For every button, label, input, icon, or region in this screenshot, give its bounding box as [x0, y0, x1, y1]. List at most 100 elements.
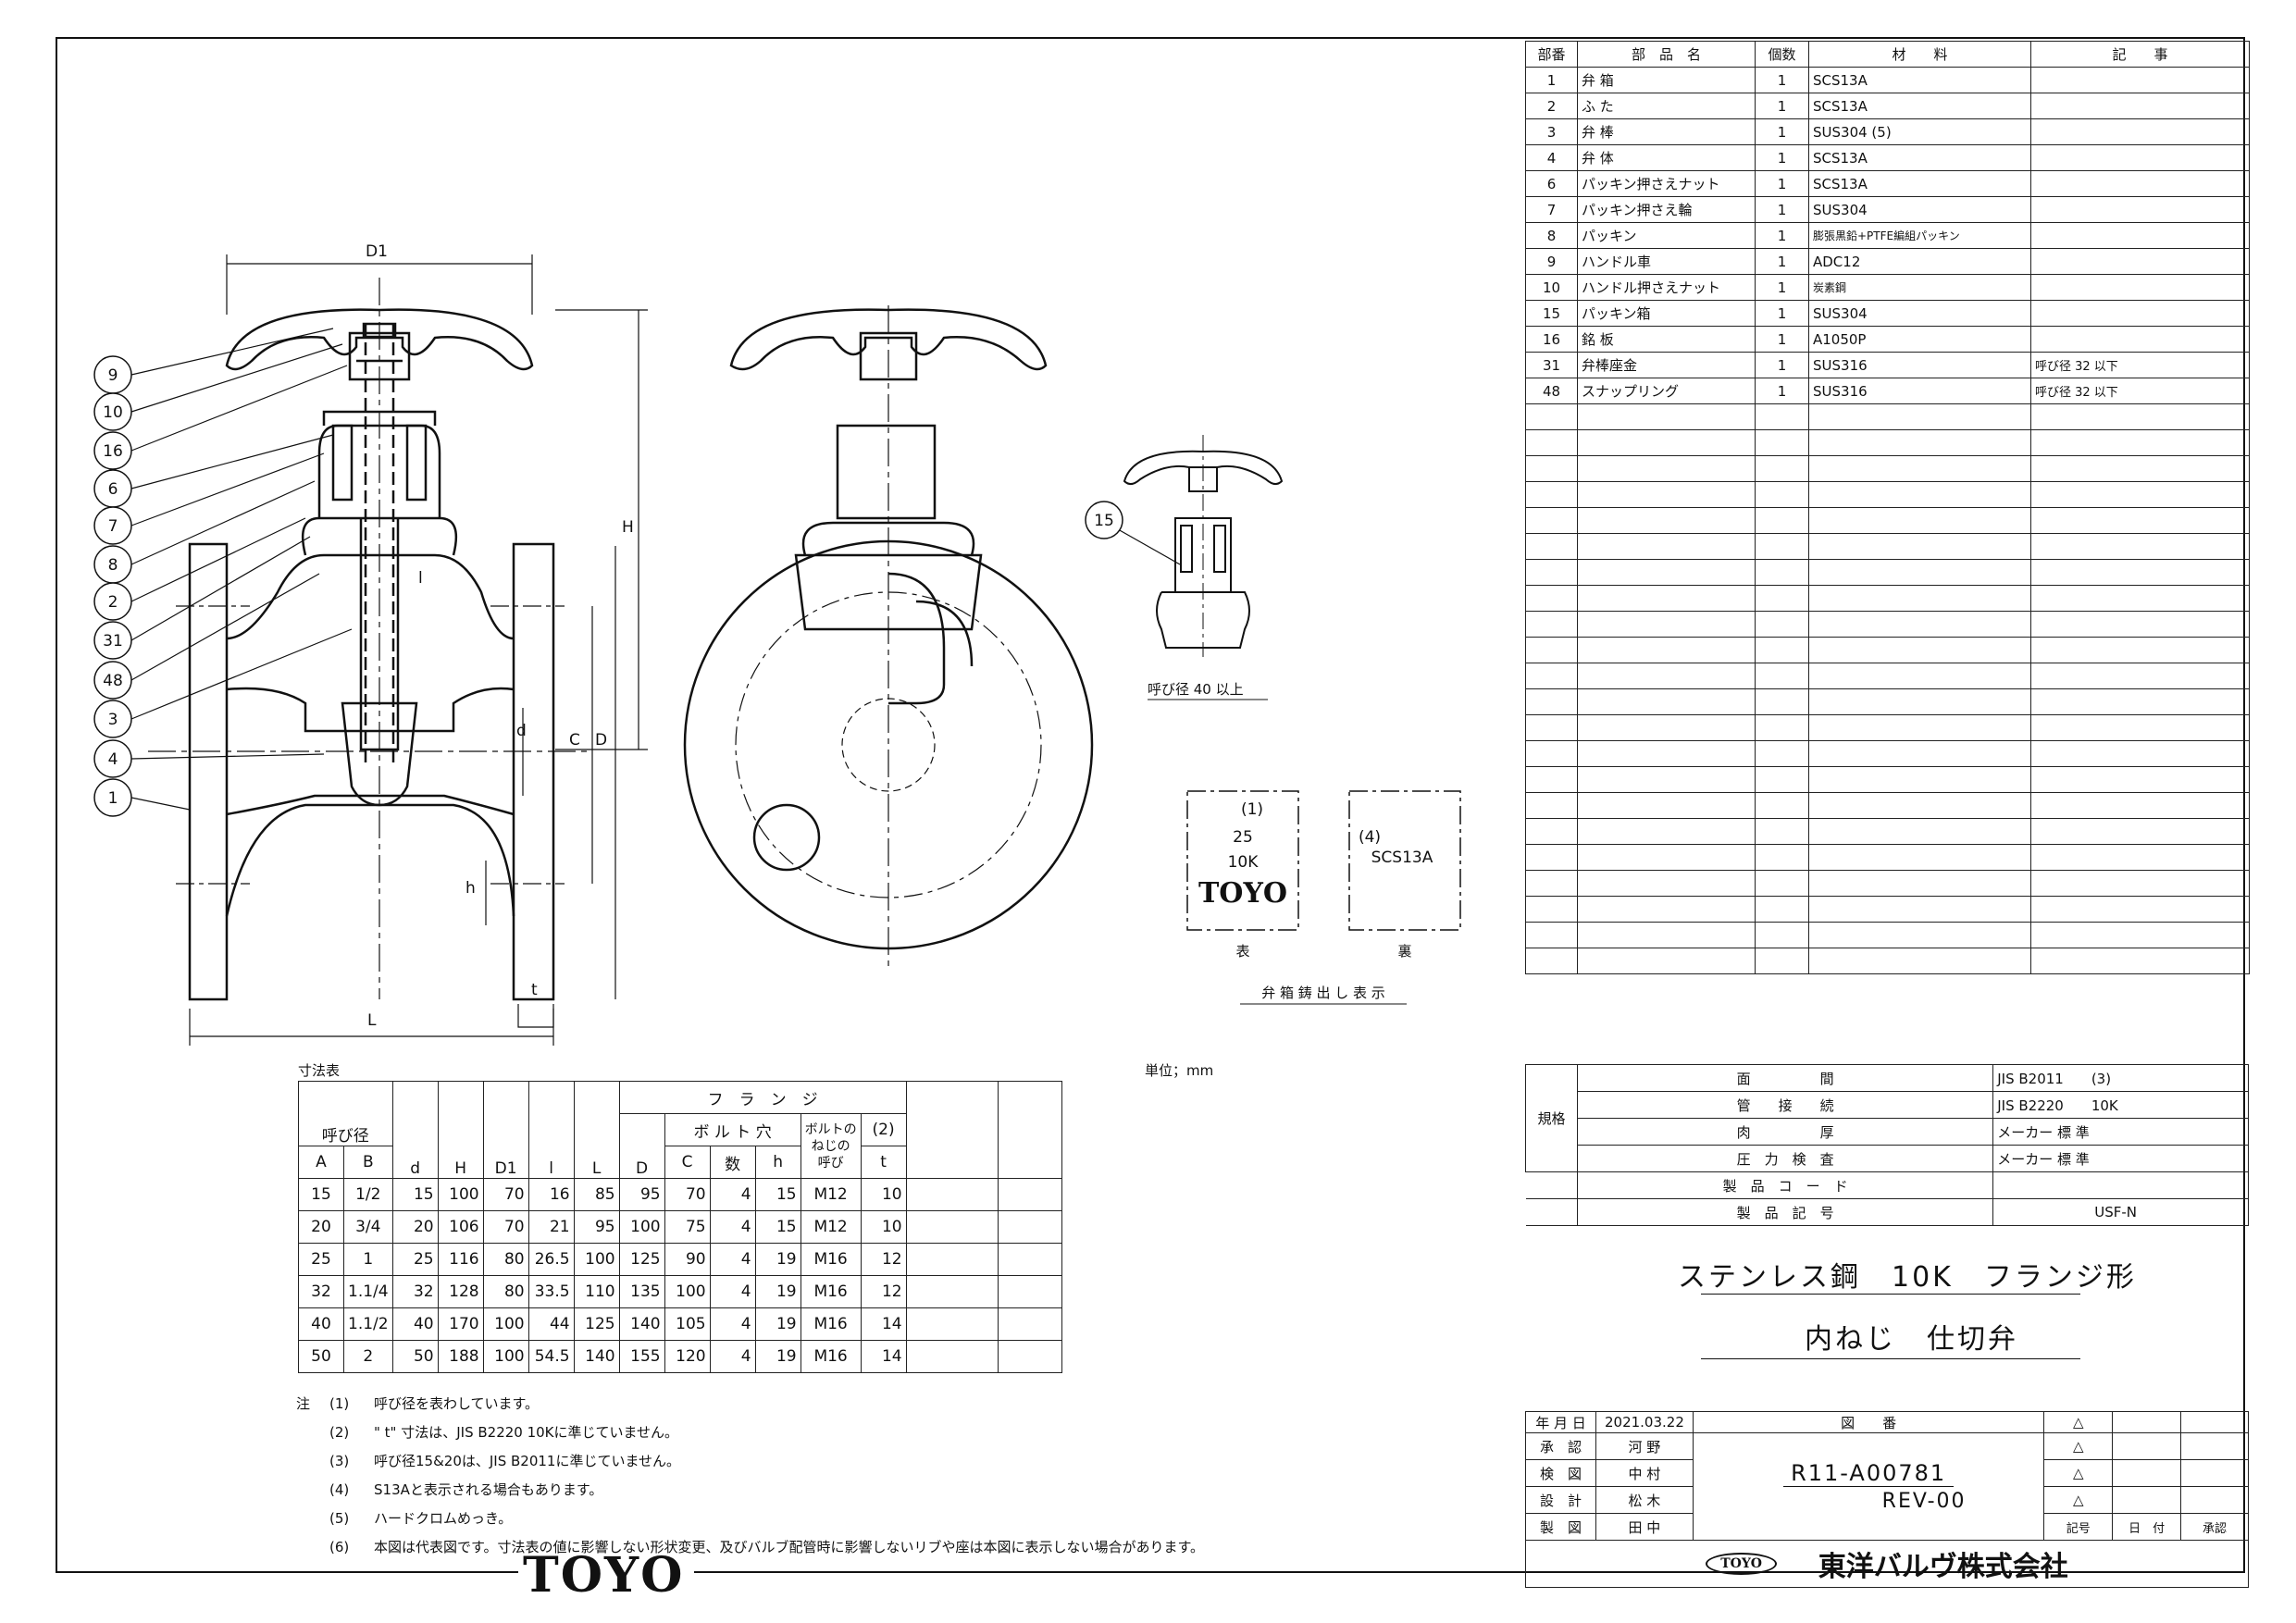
rev-header-approval: 承認 [2180, 1513, 2249, 1541]
parts-cell: 呼び径 32 以下 [2030, 378, 2250, 404]
parts-row [1525, 533, 2250, 560]
role-name: 中 村 [1595, 1459, 1694, 1487]
note-number: (3) [329, 1453, 350, 1469]
parts-cell [2030, 93, 2250, 119]
dims-cell: 100 [482, 1307, 529, 1341]
dims-blank [905, 1340, 999, 1373]
dims-col-header: l [527, 1081, 575, 1179]
dims-cell: 1.1/4 [343, 1275, 393, 1308]
mark-back-material: SCS13A [1371, 849, 1433, 867]
parts-header-3: 材 料 [1808, 41, 2031, 68]
parts-cell: 1 [1755, 274, 1809, 301]
dims-unit: 単位；mm [1145, 1062, 1214, 1079]
dims-cell: M12 [800, 1178, 862, 1211]
spec-item-label: 管 接 続 [1576, 1091, 1994, 1119]
dims-blank [997, 1275, 1062, 1308]
dims-col-header: h [754, 1146, 801, 1179]
dims-cell: 4 [709, 1307, 756, 1341]
spec-item-label: 肉 厚 [1576, 1118, 1994, 1146]
dims-cell: 40 [298, 1307, 344, 1341]
dims-cell: 20 [391, 1210, 439, 1244]
dim-d: d [516, 722, 527, 740]
dims-cell: M16 [800, 1275, 862, 1308]
dims-cell: 25 [391, 1243, 439, 1276]
dim-H: H [622, 518, 634, 537]
company-name: 東洋バルヴ株式会社 [1818, 1551, 2068, 1583]
dims-cell: 3/4 [343, 1210, 393, 1244]
parts-cell: ハンドル押さえナット [1577, 274, 1756, 301]
dims-blank [997, 1340, 1062, 1373]
dim-D: D [595, 731, 607, 750]
dims-cell: 4 [709, 1210, 756, 1244]
spec-item-value: メーカー 標 準 [1992, 1145, 2249, 1172]
callout-number: 16 [103, 442, 123, 461]
dim-D1: D1 [366, 242, 388, 261]
dims-cell: 116 [437, 1243, 484, 1276]
dims-cell: 90 [664, 1243, 711, 1276]
callout-circle [93, 506, 132, 545]
parts-row [1525, 766, 2250, 793]
rev-header-symbol: 記号 [2043, 1513, 2114, 1541]
dims-cell: 2 [343, 1340, 393, 1373]
dims-cell: 12 [860, 1275, 907, 1308]
callout-circle [93, 778, 132, 817]
parts-cell [2030, 300, 2250, 327]
role-label: 検 図 [1525, 1459, 1596, 1487]
dims-cell: 75 [664, 1210, 711, 1244]
dims-cell: 170 [437, 1307, 484, 1341]
parts-cell [2030, 196, 2250, 223]
rev-triangle-1: △ [2043, 1411, 2114, 1433]
dims-cell: 128 [437, 1275, 484, 1308]
dims-cell: 80 [482, 1243, 529, 1276]
parts-row [1525, 740, 2250, 767]
parts-cell: SCS13A [1808, 144, 2031, 171]
callout-number: 6 [108, 480, 118, 499]
dims-cell: 10 [860, 1178, 907, 1211]
parts-cell: 1 [1755, 352, 1809, 378]
role-name: 田 中 [1595, 1513, 1694, 1541]
mark-front-rating: 10K [1228, 853, 1260, 872]
parts-cell: 1 [1755, 93, 1809, 119]
dims-cell: 110 [573, 1275, 620, 1308]
parts-cell: 1 [1755, 326, 1809, 353]
dims-cell: 80 [482, 1275, 529, 1308]
dims-blank [905, 1178, 999, 1211]
parts-cell: SUS304 [1808, 196, 2031, 223]
parts-cell: 31 [1525, 352, 1578, 378]
dims-blank [905, 1243, 999, 1276]
parts-cell: 1 [1755, 67, 1809, 93]
dims-cell: 15 [754, 1178, 801, 1211]
note-number: (1) [329, 1395, 350, 1412]
parts-row [1525, 870, 2250, 897]
dims-blank [997, 1081, 1062, 1179]
dims-nominal-header: 呼び径 [298, 1081, 393, 1146]
parts-header-0: 部番 [1525, 41, 1578, 68]
dims-cell: 21 [527, 1210, 575, 1244]
callout-number: 9 [108, 366, 118, 385]
parts-cell [2030, 67, 2250, 93]
dim-l: l [418, 569, 423, 588]
parts-cell: 膨張黒鉛+PTFE編組パッキン [1808, 222, 2031, 249]
parts-cell: SCS13A [1808, 67, 2031, 93]
parts-cell: 8 [1525, 222, 1578, 249]
parts-cell: SUS304 (5) [1808, 118, 2031, 145]
spec-item-value: メーカー 標 準 [1992, 1118, 2249, 1146]
callout-circle [93, 621, 132, 660]
dims-cell: 100 [664, 1275, 711, 1308]
footer-logo: TOYO [523, 1547, 685, 1604]
dim-t: t [531, 981, 538, 999]
dims-cell: 12 [860, 1243, 907, 1276]
mark-back-no: (4) [1359, 828, 1381, 847]
dims-cell: 4 [709, 1275, 756, 1308]
